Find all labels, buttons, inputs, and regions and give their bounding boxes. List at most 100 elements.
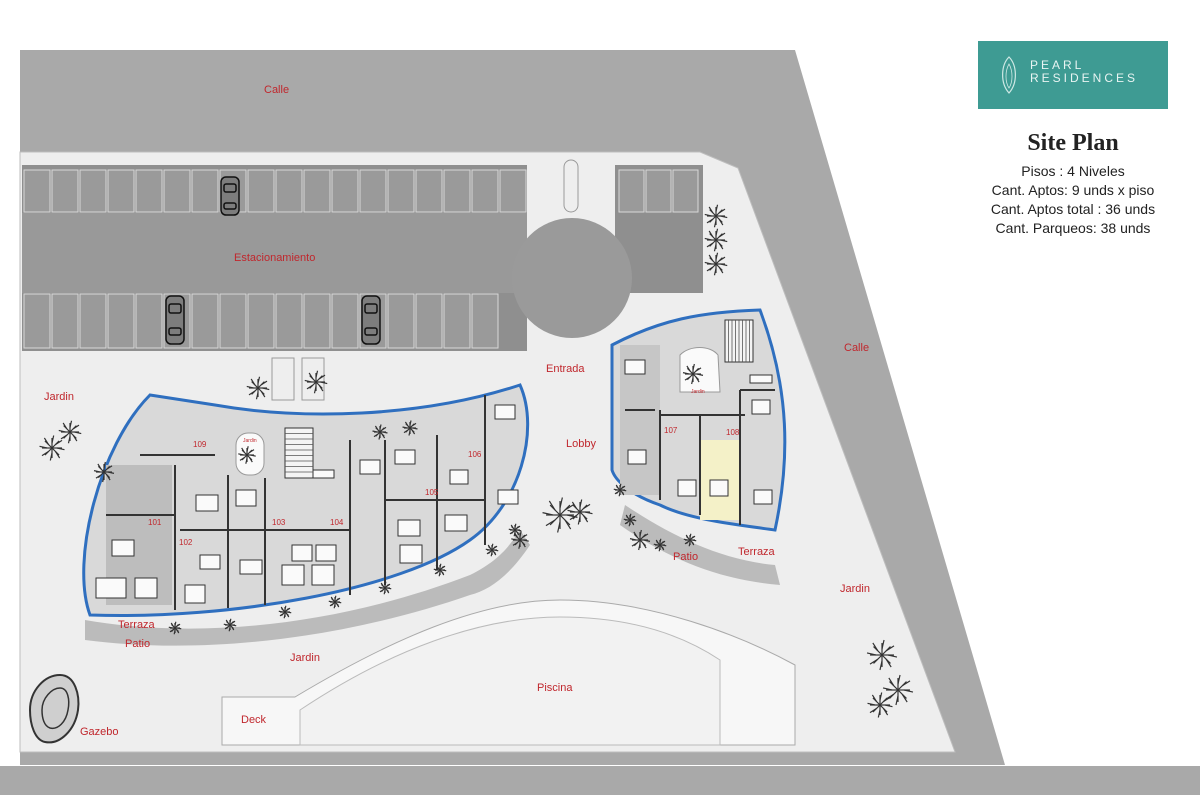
palm-frond bbox=[286, 607, 291, 611]
info-line-parqueos: Cant. Parqueos: 38 unds bbox=[995, 220, 1151, 236]
parking-stall bbox=[443, 293, 471, 349]
palm-frond bbox=[315, 370, 319, 378]
palm-frond bbox=[438, 572, 441, 577]
palm-frond bbox=[638, 543, 641, 551]
palm-frond bbox=[72, 434, 78, 442]
palm-frond bbox=[387, 587, 392, 590]
furniture-piece bbox=[311, 564, 335, 586]
palm-frond bbox=[248, 457, 253, 463]
palm-frond bbox=[624, 521, 629, 525]
palm-frond bbox=[625, 514, 629, 519]
parking-stall bbox=[247, 169, 275, 213]
parking-stall bbox=[51, 169, 79, 213]
parking-stall bbox=[191, 169, 219, 213]
palm-tree-icon bbox=[402, 420, 418, 436]
palm-frond bbox=[692, 539, 697, 542]
parking-stalls-right bbox=[618, 169, 699, 213]
furniture-piece bbox=[753, 489, 773, 505]
parking-stall bbox=[135, 169, 163, 213]
palm-frond bbox=[67, 436, 71, 444]
palm-frond bbox=[564, 503, 575, 511]
parking-stall bbox=[645, 169, 672, 213]
palm-frond bbox=[69, 420, 73, 428]
logo-line-pearl: PEARL bbox=[1030, 58, 1085, 72]
palm-frond bbox=[691, 377, 694, 385]
palm-frond bbox=[659, 538, 662, 543]
label-terraza-right: Terraza bbox=[738, 546, 776, 558]
palm-frond bbox=[320, 381, 328, 385]
palm-frond bbox=[404, 421, 409, 427]
palm-frond bbox=[380, 582, 384, 587]
palm-frond bbox=[490, 552, 493, 557]
palm-frond bbox=[223, 623, 228, 626]
furniture-piece bbox=[134, 577, 158, 599]
pearl-logo-icon bbox=[1002, 56, 1016, 94]
palm-frond bbox=[56, 447, 65, 451]
pool bbox=[299, 616, 721, 746]
palm-frond bbox=[903, 689, 914, 693]
palm-frond bbox=[286, 613, 290, 618]
site-plan-info: Site Plan Pisos : 4 Niveles Cant. Aptos:… bbox=[958, 128, 1188, 238]
parking-stall bbox=[163, 169, 191, 213]
palm-frond bbox=[720, 239, 728, 243]
palm-frond bbox=[284, 605, 287, 610]
palm-frond bbox=[58, 429, 66, 433]
palm-frond bbox=[232, 624, 237, 627]
palm-frond bbox=[408, 430, 411, 436]
palm-frond bbox=[583, 503, 591, 509]
palm-frond bbox=[336, 597, 341, 601]
palm-frond bbox=[442, 569, 447, 572]
palm-frond bbox=[306, 384, 314, 390]
palm-frond bbox=[545, 519, 556, 527]
gazebo-icon bbox=[28, 673, 80, 744]
label-jardin-left: Jardin bbox=[44, 391, 74, 403]
palm-tree-icon bbox=[378, 581, 392, 595]
palm-frond bbox=[513, 532, 516, 537]
pearl-residences-logo: PEARL RESIDENCES bbox=[978, 41, 1168, 109]
palm-tree-icon bbox=[93, 461, 115, 483]
label-deck: Deck bbox=[241, 714, 267, 726]
unit-number: 102 bbox=[179, 538, 193, 547]
palm-frond bbox=[516, 531, 520, 536]
palm-frond bbox=[337, 601, 342, 604]
palm-tree-icon bbox=[485, 543, 499, 557]
palm-frond bbox=[629, 513, 632, 518]
palm-frond bbox=[718, 266, 724, 274]
parking-stall bbox=[275, 169, 303, 213]
palm-tree-icon bbox=[704, 252, 728, 276]
palm-frond bbox=[881, 639, 885, 650]
palm-frond bbox=[559, 504, 571, 516]
palm-frond bbox=[706, 242, 714, 248]
palm-tree-icon bbox=[653, 538, 667, 552]
palm-frond bbox=[653, 543, 658, 546]
parking-stall bbox=[303, 169, 331, 213]
palm-frond bbox=[706, 266, 714, 272]
palm-frond bbox=[884, 704, 893, 708]
palm-frond bbox=[518, 543, 521, 549]
palm-tree-icon bbox=[882, 674, 914, 706]
palm-frond bbox=[412, 427, 418, 430]
parking-stall bbox=[107, 293, 135, 349]
palm-frond bbox=[571, 501, 577, 509]
palm-frond bbox=[491, 543, 494, 548]
palm-frond bbox=[895, 695, 899, 706]
palm-frond bbox=[330, 596, 334, 601]
label-estacionamiento: Estacionamiento bbox=[234, 252, 315, 264]
palm-frond bbox=[63, 425, 71, 433]
palm-frond bbox=[103, 461, 106, 469]
palm-frond bbox=[74, 431, 82, 435]
palm-frond bbox=[229, 618, 232, 623]
palm-frond bbox=[378, 586, 383, 589]
palm-frond bbox=[715, 204, 719, 212]
palm-frond bbox=[696, 373, 704, 376]
parking-stall bbox=[415, 293, 443, 349]
palm-frond bbox=[718, 208, 726, 214]
palm-frond bbox=[304, 379, 312, 383]
palm-frond bbox=[245, 458, 248, 464]
palm-frond bbox=[441, 571, 445, 576]
palm-frond bbox=[542, 512, 554, 516]
palm-frond bbox=[510, 524, 514, 529]
palm-frond bbox=[684, 376, 691, 381]
palm-frond bbox=[373, 433, 379, 438]
label-patio-left: Patio bbox=[125, 638, 150, 650]
